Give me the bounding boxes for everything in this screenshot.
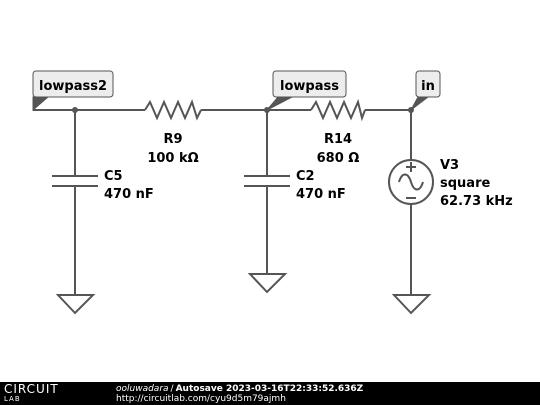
document-title: Autosave 2023-03-16T22:33:52.636Z (175, 384, 364, 394)
netlabel-in: in (421, 79, 435, 94)
circuitlab-logo-sub: LAB (4, 395, 21, 403)
ground-c5 (55, 294, 96, 315)
circuit-schematic: lowpass2 lowpass in R9 100 kΩ R14 680 Ω … (32, 70, 513, 315)
ground-c2 (247, 273, 288, 294)
netlabel-in-pointer (410, 96, 430, 111)
netlabel-lowpass2-pointer (32, 96, 50, 112)
r9-name: R9 (163, 132, 182, 147)
c5-value: 470 nF (104, 187, 154, 202)
ground-v3 (391, 294, 432, 315)
circuitlab-logo[interactable]: CIRCUIT (4, 382, 59, 396)
netlabel-lowpass2: lowpass2 (39, 79, 107, 94)
footer-bar: CIRCUIT LAB ooluwadara/Autosave 2023-03-… (0, 382, 540, 405)
v3-type: square (440, 176, 490, 191)
c2-value: 470 nF (296, 187, 346, 202)
resistor-r14 (310, 98, 366, 122)
separator: / (170, 384, 174, 394)
document-info: ooluwadara/Autosave 2023-03-16T22:33:52.… (116, 384, 363, 394)
author-name: ooluwadara (116, 384, 169, 394)
sine-wave-icon (398, 173, 424, 191)
r14-value: 680 Ω (317, 151, 360, 166)
c5-name: C5 (104, 169, 123, 184)
c2-name: C2 (296, 169, 315, 184)
netlabel-lowpass: lowpass (280, 79, 339, 94)
plus-icon (406, 162, 416, 172)
r14-name: R14 (324, 132, 352, 147)
resistor-r9 (144, 99, 202, 121)
netlabel-lowpass-pointer (266, 96, 293, 111)
netlabel-lowpass-box (272, 70, 347, 98)
junction-dot (72, 107, 78, 113)
v3-frequency: 62.73 kHz (440, 194, 513, 209)
r9-value: 100 kΩ (147, 151, 198, 166)
document-url[interactable]: http://circuitlab.com/cyu9d5m79ajmh (116, 394, 286, 404)
netlabel-lowpass2-box (32, 70, 114, 98)
v3-name: V3 (440, 158, 459, 173)
